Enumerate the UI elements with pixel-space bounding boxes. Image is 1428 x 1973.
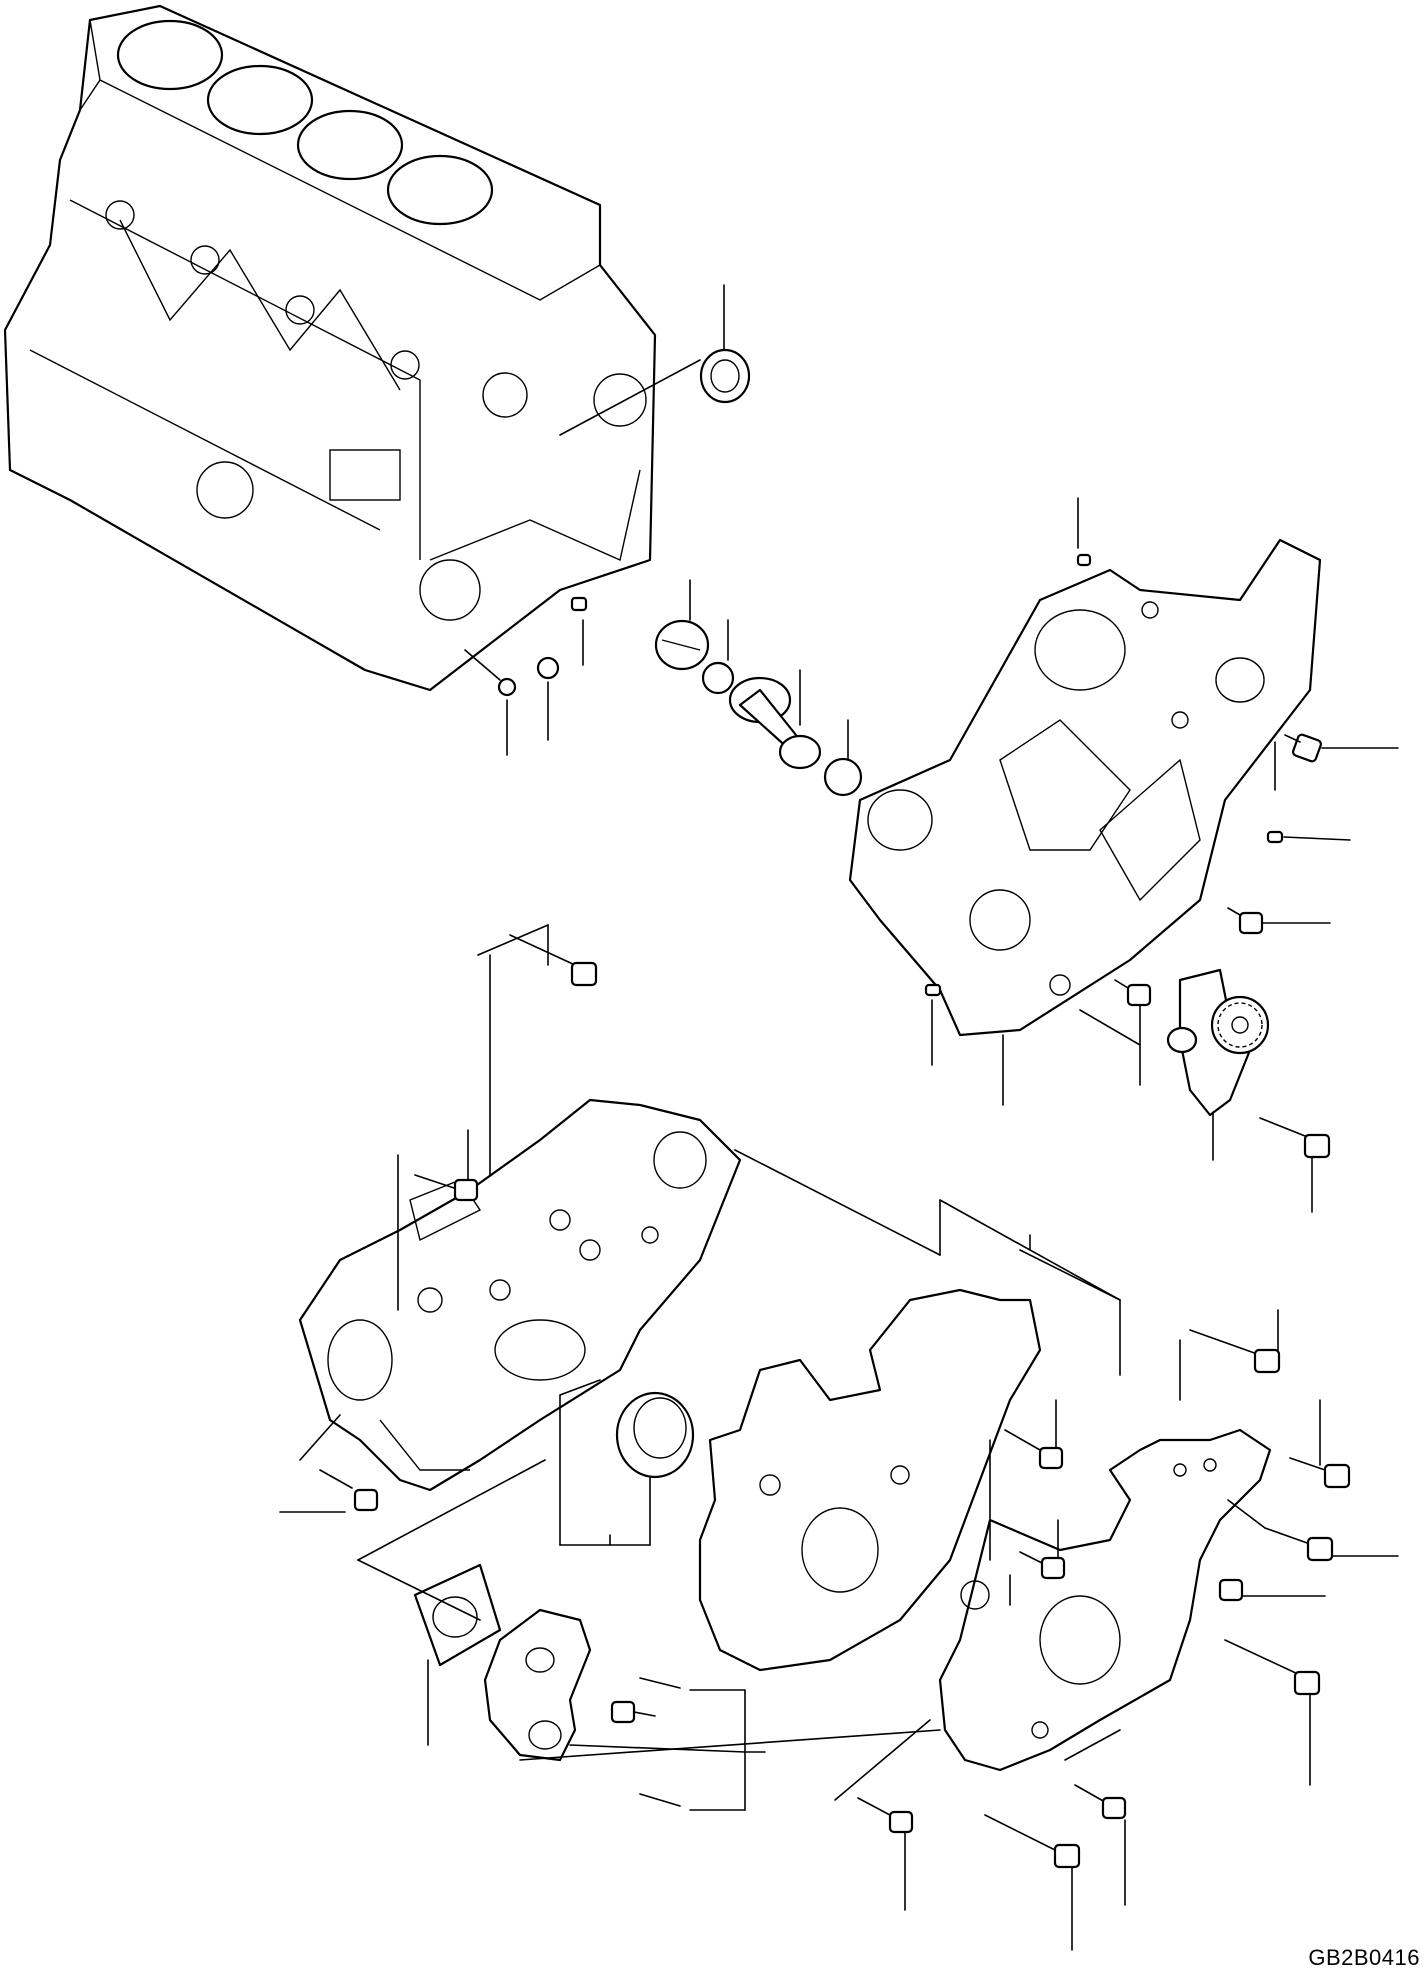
bolt bbox=[1224, 1639, 1321, 1696]
bolt bbox=[610, 1700, 656, 1724]
bracket-gasket bbox=[413, 1563, 502, 1667]
bolt bbox=[1004, 1429, 1064, 1470]
bolt bbox=[1227, 907, 1264, 935]
bolt bbox=[1074, 1784, 1127, 1820]
front-seal bbox=[615, 1391, 695, 1479]
bracket bbox=[483, 1608, 592, 1762]
bolt bbox=[1218, 1578, 1244, 1602]
plate-gasket bbox=[938, 1428, 1272, 1772]
bolt bbox=[1114, 979, 1152, 1007]
bolt bbox=[509, 934, 598, 987]
bolt bbox=[414, 1174, 479, 1202]
bolt bbox=[319, 1469, 379, 1512]
bolt bbox=[857, 1797, 914, 1834]
plug bbox=[654, 619, 710, 671]
o-ring bbox=[701, 661, 863, 797]
oil-strainer bbox=[728, 676, 822, 770]
drawing-code: GB2B0416 bbox=[1308, 1945, 1420, 1970]
bolt bbox=[1284, 733, 1323, 763]
bolt bbox=[1289, 1457, 1351, 1489]
bolt bbox=[1019, 1551, 1066, 1580]
crankshaft-oil-seal bbox=[699, 348, 751, 404]
bolt bbox=[984, 1814, 1081, 1869]
timing-gear-case bbox=[848, 538, 1322, 1037]
bolt bbox=[1259, 1117, 1331, 1159]
bolt bbox=[1189, 1329, 1281, 1374]
dowel-pin bbox=[924, 553, 1284, 997]
cylinder-block bbox=[3, 4, 657, 692]
gear-case-gasket bbox=[698, 1288, 1042, 1672]
stud bbox=[639, 1677, 681, 1807]
oil-pump bbox=[1166, 968, 1270, 1117]
dowel-pin bbox=[570, 596, 588, 612]
bolt bbox=[1264, 1527, 1334, 1562]
o-ring bbox=[497, 656, 560, 697]
